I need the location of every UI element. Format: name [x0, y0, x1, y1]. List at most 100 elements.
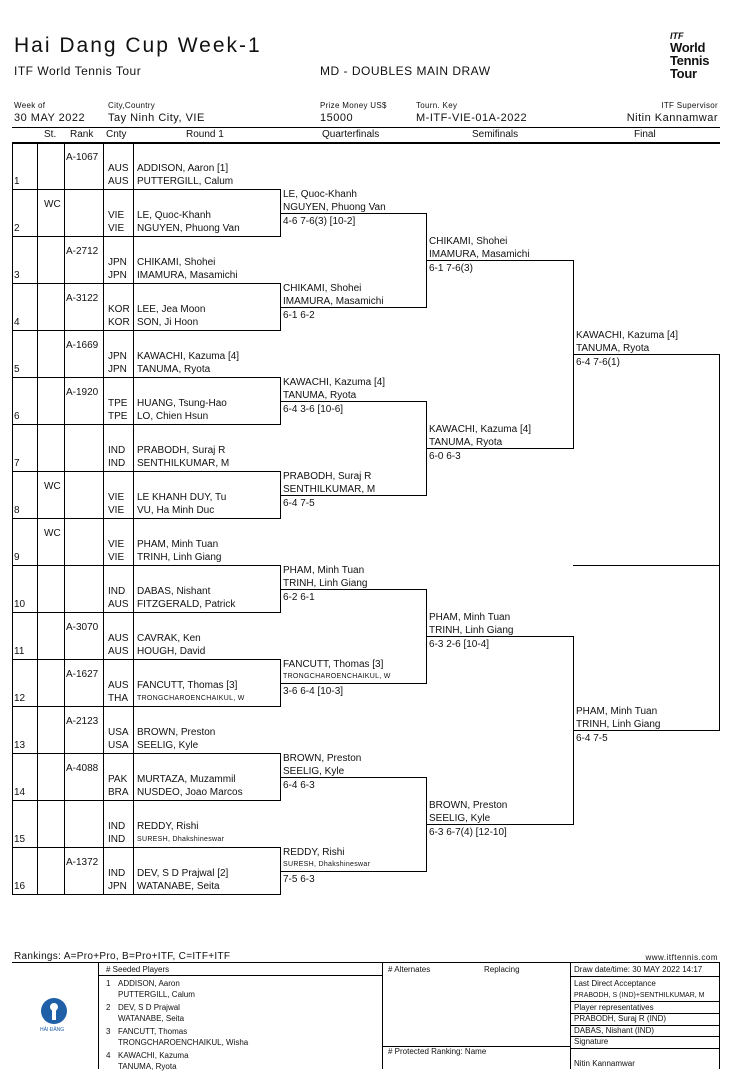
draw-num: 14: [14, 787, 26, 798]
country-2: JPN: [108, 270, 127, 281]
qf-player-2: SENTHILKUMAR, M: [283, 484, 376, 495]
player-2: SENTHILKUMAR, M: [137, 458, 230, 469]
r1-row-line-4: [12, 330, 280, 331]
r1-row-line-16: [12, 894, 280, 895]
country-1: KOR: [108, 304, 130, 315]
replacing-title: Replacing: [484, 965, 520, 974]
qf-player-2: IMAMURA, Masamichi: [283, 296, 384, 307]
country-1: AUS: [108, 633, 129, 644]
sf-score: 6-1 7-6(3): [429, 263, 473, 274]
qf-line-3: [280, 495, 426, 496]
qf-player-2: NGUYEN, Phuong Van: [283, 202, 386, 213]
sf-score: 6-3 2-6 [10-4]: [429, 639, 490, 650]
r1-row-line-5: [12, 377, 280, 378]
footer-rep2-rule: [570, 1036, 720, 1037]
player-1: DABAS, Nishant: [137, 586, 211, 597]
logo-line-3: Tour: [670, 66, 697, 81]
country-2: JPN: [108, 881, 127, 892]
draw-num: 4: [14, 317, 20, 328]
country-1: PAK: [108, 774, 128, 785]
footer-seeded-rule: [98, 975, 382, 976]
sf-player-2: IMAMURA, Masamichi: [429, 249, 530, 260]
player-1: LE, Quoc-Khanh: [137, 210, 211, 221]
seed-status: WC: [44, 528, 61, 539]
ranking: A-1669: [66, 340, 99, 351]
country-2: VIE: [108, 223, 125, 234]
qf-line-5: [280, 683, 426, 684]
sf-player-1: KAWACHI, Kazuma [4]: [429, 424, 532, 435]
seed-player-2: WATANABE, Seita: [118, 1014, 185, 1023]
r1-row-line-7: [12, 471, 280, 472]
tour-name: ITF World Tennis Tour: [14, 64, 142, 78]
champion-connector: [719, 354, 720, 731]
champion-line: [573, 565, 719, 566]
footer-lda-rule: [570, 1001, 720, 1002]
website: www.itftennis.com: [645, 953, 718, 962]
qf-line-4: [280, 589, 426, 590]
qf-player-1: KAWACHI, Kazuma [4]: [283, 377, 386, 388]
footer-divider-2: [382, 962, 383, 1069]
sf-player-2: TRINH, Linh Giang: [429, 625, 514, 636]
country-1: VIE: [108, 539, 125, 550]
seed-status: WC: [44, 199, 61, 210]
ranking: A-4088: [66, 763, 99, 774]
player-1: PRABODH, Suraj R: [137, 445, 226, 456]
r1-row-line-13: [12, 753, 280, 754]
r1-row-line-3: [12, 283, 280, 284]
player-1: REDDY, Rishi: [137, 821, 199, 832]
final-line-0: [573, 354, 719, 355]
sf-player-2: SEELIG, Kyle: [429, 813, 491, 824]
sf-line-3: [426, 824, 574, 825]
sf-line-1: [426, 448, 574, 449]
qf-player-2: SURESH, Dhakshineswar: [283, 861, 371, 868]
draw-num: 9: [14, 552, 20, 563]
country-2: VIE: [108, 505, 125, 516]
seed-player-1: KAWACHI, Kazuma: [118, 1051, 189, 1060]
lda-value: PRABODH, S (IND)+SENTHILKUMAR, M: [574, 992, 705, 999]
sf-line-2: [426, 636, 574, 637]
final-player-2: TRINH, Linh Giang: [576, 719, 661, 730]
signature-name: Nitin Kannamwar: [574, 1059, 635, 1068]
col-st: St.: [44, 129, 57, 140]
city-label: City,Country: [108, 101, 156, 110]
ranking: A-1372: [66, 857, 99, 868]
seed-player-2: TRONGCHAROENCHAIKUL, Wisha: [118, 1038, 249, 1047]
country-2: IND: [108, 834, 126, 845]
country-2: BRA: [108, 787, 129, 798]
sf-score: 6-3 6-7(4) [12-10]: [429, 827, 507, 838]
r1-row-line-1: [12, 189, 280, 190]
country-2: AUS: [108, 646, 129, 657]
tournament-title: Hai Dang Cup Week-1: [14, 34, 262, 57]
final-player-1: PHAM, Minh Tuan: [576, 706, 658, 717]
footer-divider-1: [98, 962, 99, 1069]
country-2: IND: [108, 458, 126, 469]
country-2: AUS: [108, 176, 129, 187]
itf-logo: ITF World Tennis Tour: [670, 31, 720, 80]
footer-reps-rule: [570, 1013, 720, 1014]
player-1: FANCUTT, Thomas [3]: [137, 680, 238, 691]
footer-divider-4: [719, 962, 720, 1069]
final-player-1: KAWACHI, Kazuma [4]: [576, 330, 679, 341]
qf-score: 6-2 6-1: [283, 592, 315, 603]
country-2: USA: [108, 740, 129, 751]
key-value: M-ITF-VIE-01A-2022: [416, 112, 528, 124]
player-1: CHIKAMI, Shohei: [137, 257, 216, 268]
protected-title: # Protected Ranking: Name: [388, 1047, 487, 1056]
country-1: IND: [108, 586, 126, 597]
sf-player-1: BROWN, Preston: [429, 800, 508, 811]
qf-line-1: [280, 307, 426, 308]
ranking: A-1627: [66, 669, 99, 680]
col-final: Final: [634, 129, 656, 140]
key-label: Tourn. Key: [416, 101, 458, 110]
footer-top-rule: [12, 962, 720, 963]
draw-num: 13: [14, 740, 26, 751]
draw-num: 6: [14, 411, 20, 422]
r1-row-line-10: [12, 612, 280, 613]
draw-num: 16: [14, 881, 26, 892]
player-2: TANUMA, Ryota: [137, 364, 211, 375]
player-2: TRONGCHAROENCHAIKUL, W: [137, 695, 245, 702]
sf-player-2: TANUMA, Ryota: [429, 437, 503, 448]
lda-label: Last Direct Acceptance: [574, 979, 656, 988]
sf-line-0: [426, 260, 574, 261]
qf-player-2: SEELIG, Kyle: [283, 766, 345, 777]
